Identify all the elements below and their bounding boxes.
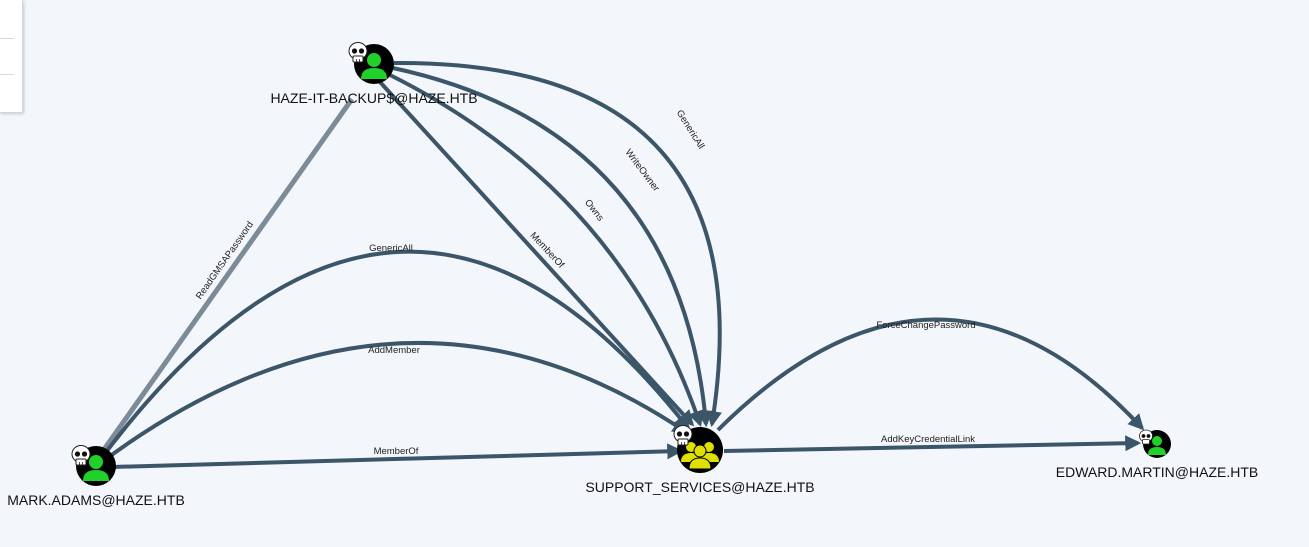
skull-icon [71, 445, 91, 466]
edge-memberof-mark[interactable]: MemberOf [111, 443, 684, 469]
edge-label: GenericAll [674, 108, 707, 151]
edge-line[interactable] [723, 435, 1142, 453]
skull-icon [348, 42, 368, 63]
node-label: SUPPORT_SERVICES@HAZE.HTB [585, 479, 814, 495]
node-mark-adams[interactable]: MARK.ADAMS@HAZE.HTB [7, 445, 185, 509]
user-icon [1148, 436, 1166, 455]
edge-forcechangepassword[interactable]: ForceChangePassword [716, 317, 1145, 432]
node-support-services[interactable]: SUPPORT_SERVICES@HAZE.HTB [585, 425, 815, 496]
node-haze-it-backup[interactable]: HAZE-IT-BACKUP$@HAZE.HTB [270, 42, 478, 107]
skull-icon [673, 425, 693, 446]
edge-label: ForceChangePassword [876, 320, 975, 331]
edge-line[interactable] [393, 60, 722, 428]
edge-label: ReadGMSAPassword [194, 220, 256, 302]
edge-addkeycredentiallink[interactable]: AddKeyCredentialLink [723, 434, 1142, 453]
node-edward-martin[interactable]: EDWARD.MARTIN@HAZE.HTB [1056, 429, 1258, 480]
edge-line[interactable] [392, 66, 713, 428]
node-label: MARK.ADAMS@HAZE.HTB [7, 492, 185, 508]
edge-label: GenericAll [369, 243, 413, 254]
edge-line[interactable] [95, 97, 355, 460]
skull-icon [1139, 429, 1153, 445]
edge-line[interactable] [716, 317, 1145, 432]
nodes-layer: HAZE-IT-BACKUP$@HAZE.HTB MARK.ADAMS@HAZE… [7, 42, 1258, 509]
node-label: EDWARD.MARTIN@HAZE.HTB [1056, 464, 1258, 480]
edge-line[interactable] [111, 443, 684, 469]
edge-genericall-backup[interactable]: GenericAll [393, 60, 722, 428]
edge-label: WriteOwner [623, 147, 662, 194]
side-panel [0, 0, 23, 113]
edge-label: MemberOf [374, 446, 419, 457]
panel-divider [0, 74, 14, 75]
edge-label: AddMember [368, 345, 420, 356]
edge-addmember[interactable]: AddMember [100, 340, 689, 464]
edge-label: Owns [582, 198, 606, 224]
edges-layer: ReadGMSAPassword GenericAll AddMember Me… [95, 60, 1145, 469]
edge-line[interactable] [378, 80, 695, 427]
edge-label: AddKeyCredentialLink [881, 434, 975, 445]
edge-readgmsapassword[interactable]: ReadGMSAPassword [95, 97, 355, 460]
node-label: HAZE-IT-BACKUP$@HAZE.HTB [270, 90, 477, 106]
edge-line[interactable] [98, 249, 690, 462]
panel-divider [0, 38, 14, 39]
group-icon [681, 442, 719, 470]
edge-line[interactable] [100, 340, 689, 464]
edge-genericall-mark[interactable]: GenericAll [98, 243, 690, 462]
edge-line[interactable] [389, 73, 704, 428]
user-icon [361, 53, 387, 79]
user-icon [83, 455, 109, 481]
